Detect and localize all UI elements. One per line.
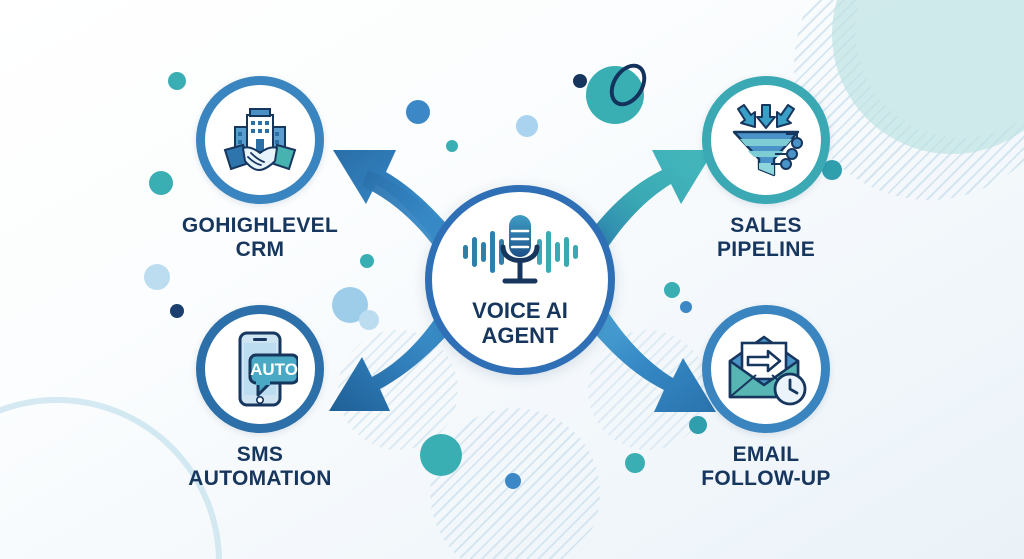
envelope-arrow-clock-icon	[728, 335, 807, 406]
node-label-sales-pipeline: SALES PIPELINE	[716, 214, 816, 261]
node-disc-email-follow-up	[702, 305, 830, 433]
handshake-building-icon	[223, 108, 297, 171]
hub-voice-ai-agent[interactable]: VOICE AI AGENT	[425, 185, 615, 375]
node-disc-gohighlevel-crm	[196, 76, 324, 204]
hub-label: VOICE AI AGENT	[472, 298, 568, 348]
funnel-icon	[732, 104, 803, 177]
arrow-hub-to-sms	[329, 314, 452, 411]
arrow-hub-to-email	[590, 312, 716, 412]
node-gohighlevel-crm[interactable]: GOHIGHLEVEL CRM	[160, 76, 360, 261]
node-disc-sales-pipeline	[702, 76, 830, 204]
node-disc-sms-automation: AUTO	[196, 305, 324, 433]
node-label-gohighlevel-crm: GOHIGHLEVEL CRM	[181, 214, 339, 261]
phone-auto-message-icon: AUTO	[238, 331, 298, 407]
node-label-sms-automation: SMS AUTOMATION	[188, 443, 332, 490]
arrow-hub-to-sales	[590, 150, 714, 250]
microphone-waveform-icon	[463, 215, 578, 284]
node-email-follow-up[interactable]: EMAIL FOLLOW-UP	[666, 305, 866, 490]
node-sms-automation[interactable]: AUTO SMS AUTOMATION	[160, 305, 360, 490]
node-sales-pipeline[interactable]: SALES PIPELINE	[666, 76, 866, 261]
sms-icon-text: AUTO	[250, 360, 298, 379]
arrow-hub-to-crm	[333, 150, 452, 252]
node-label-email-follow-up: EMAIL FOLLOW-UP	[701, 443, 831, 490]
